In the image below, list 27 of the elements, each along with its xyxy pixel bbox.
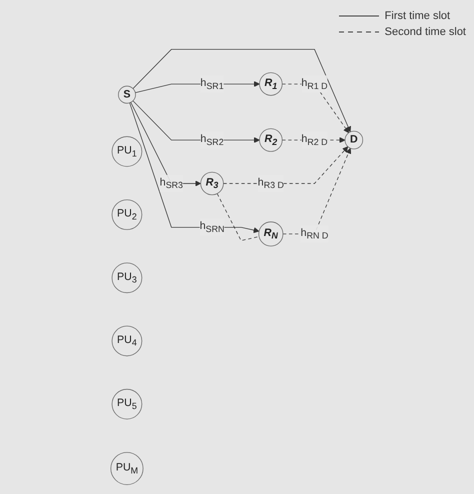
node-circle: PU$_{4}$ — [112, 326, 142, 356]
edge-label: h$_{RN D}$ — [300, 227, 329, 241]
edge-label: h$_{R1 D}$ — [302, 77, 328, 91]
node-circle: PU$_{5}$ — [112, 388, 142, 420]
connector — [217, 193, 260, 241]
node-circle: PU$_{M}$ — [110, 452, 144, 485]
edge-label: h$_{SRN}$ — [200, 220, 225, 234]
node-circle: PU$_{2}$ — [112, 199, 142, 230]
edge-label: h$_{SR2}$ — [200, 133, 224, 147]
node-circle: PU$_{3}$ — [112, 262, 142, 294]
legend-text: Second time slot — [384, 26, 466, 38]
arrow — [135, 81, 260, 94]
legend-text: First time slot — [384, 10, 450, 22]
edge-label: h$_{R3 D}$ — [258, 176, 284, 190]
arrow — [130, 102, 202, 186]
node-circle: R$_{N}$ — [258, 222, 284, 246]
node-circle: R$_{1}$ — [259, 72, 283, 96]
node-circle: S — [118, 86, 136, 104]
node-circle: PU$_{1}$ — [112, 136, 142, 167]
edge-label: h$_{SR3}$ — [160, 176, 184, 190]
node-circle: R$_{3}$ — [200, 172, 224, 196]
arrow — [130, 102, 260, 233]
edge-label: h$_{R2 D}$ — [302, 133, 328, 147]
arrow — [132, 100, 260, 143]
node-circle: D — [344, 130, 364, 150]
node-circle: R$_{2}$ — [259, 128, 283, 152]
edge-label: h$_{SR1}$ — [200, 77, 224, 91]
